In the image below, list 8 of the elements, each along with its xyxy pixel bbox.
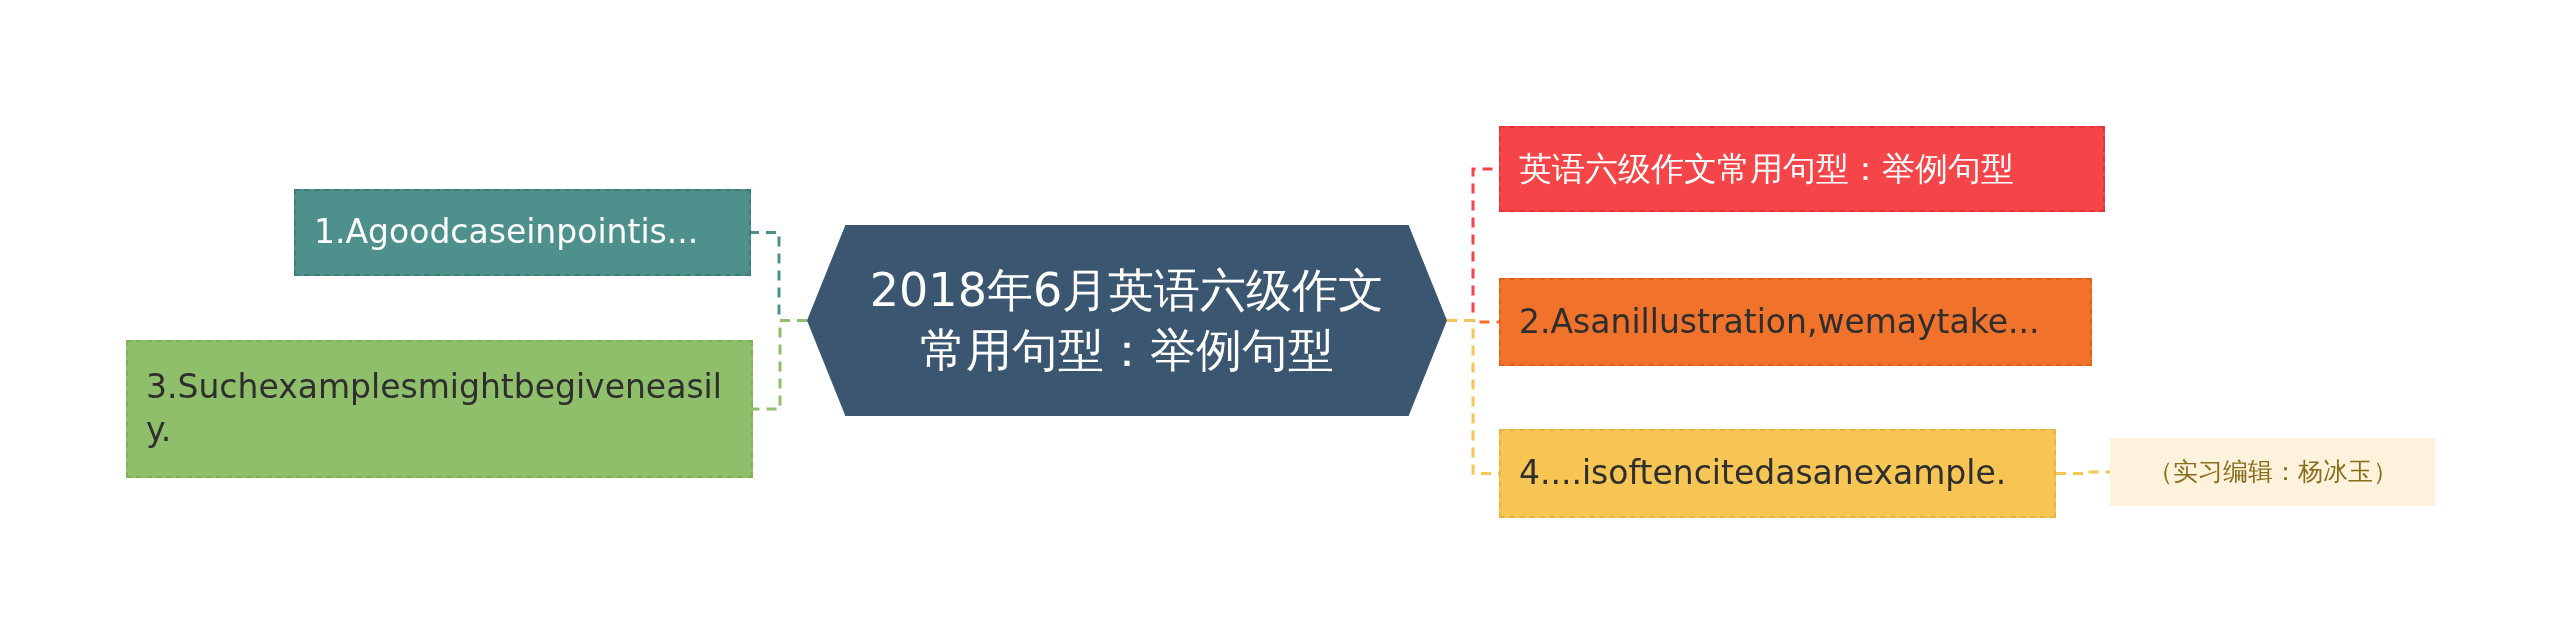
note-box: （实习编辑：杨冰玉） (2110, 438, 2435, 506)
connector-line (753, 319, 807, 411)
topic-box: 1.Agoodcaseinpointis... (294, 189, 751, 276)
connector-line (2056, 470, 2110, 475)
topic-box: 3.Suchexamplesmightbegiveneasily. (126, 340, 753, 478)
topic-box: 英语六级作文常用句型：举例句型 (1499, 126, 2105, 212)
topic-box: 2.Asanillustration,wemaytake... (1499, 278, 2092, 366)
topic-box: 4....isoftencitedasanexample. (1499, 429, 2056, 518)
